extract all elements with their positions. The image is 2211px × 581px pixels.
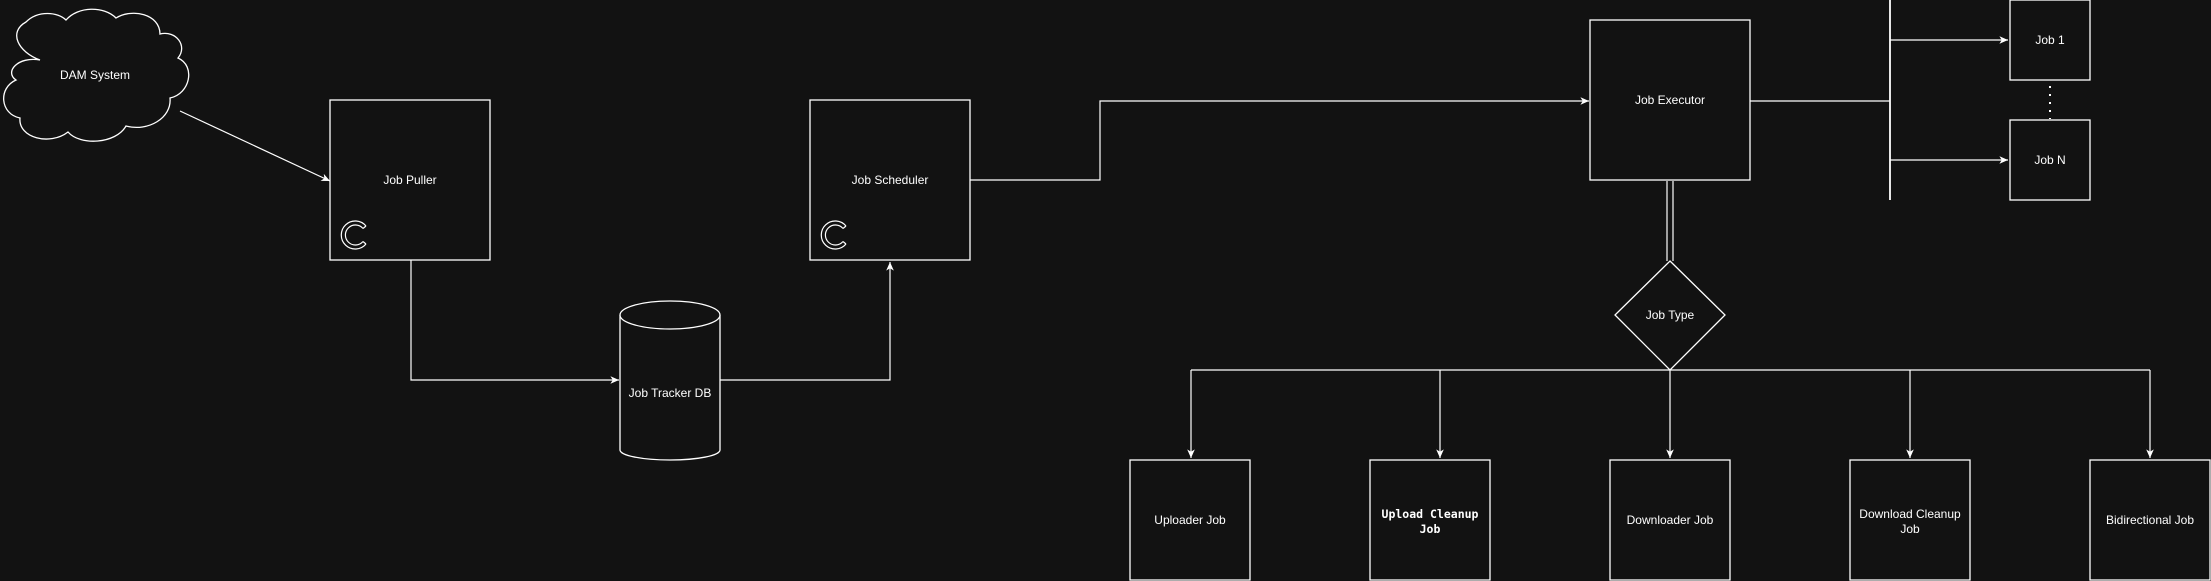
node-job-executor[interactable]: Job Executor <box>1589 19 1751 181</box>
download-cleanup-job-label-line1: Download Cleanup <box>1859 507 1961 521</box>
upload-cleanup-job-label-line1: Upload Cleanup <box>1382 507 1479 521</box>
cloud-shape <box>3 8 190 142</box>
downloader-job-box <box>1609 459 1731 581</box>
node-job-scheduler[interactable]: Job Scheduler <box>809 99 971 261</box>
job-scheduler-box <box>809 99 971 261</box>
bidirectional-job-box <box>2089 459 2211 581</box>
edge-scheduler-to-executor <box>970 97 1589 181</box>
job-type-label: Job Type <box>1646 308 1695 322</box>
job-1-box <box>2009 0 2091 81</box>
job-tracker-db-label: Job Tracker DB <box>629 386 712 400</box>
upload-cleanup-job-box <box>1369 459 1491 581</box>
dam-system-label: DAM System <box>60 68 130 82</box>
cylinder-top <box>619 300 721 330</box>
edge-db-to-scheduler <box>720 262 894 381</box>
node-downloader-job[interactable]: Downloader Job <box>1609 459 1731 581</box>
node-uploader-job[interactable]: Uploader Job <box>1129 459 1251 581</box>
node-bidirectional-job[interactable]: Bidirectional Job <box>2089 459 2211 581</box>
job-1-label: Job 1 <box>2035 33 2065 47</box>
node-job-puller[interactable]: Job Puller <box>329 99 491 261</box>
edge-dam-to-puller <box>179 110 331 182</box>
node-job-tracker-db[interactable]: Job Tracker DB <box>619 300 721 461</box>
edge-puller-to-db <box>410 260 619 384</box>
bidirectional-job-label: Bidirectional Job <box>2106 513 2194 527</box>
node-job-1[interactable]: Job 1 <box>2009 0 2091 81</box>
uploader-job-box <box>1129 459 1251 581</box>
job-n-label: Job N <box>2034 153 2065 167</box>
job-puller-box <box>329 99 491 261</box>
job-scheduler-label: Job Scheduler <box>852 173 929 187</box>
upload-cleanup-job-label-line2: Job <box>1420 522 1441 536</box>
refresh-icon <box>820 220 847 250</box>
job-type-diamond <box>1614 260 1726 371</box>
uploader-job-label: Uploader Job <box>1154 513 1226 527</box>
job-n-box <box>2009 119 2091 201</box>
node-upload-cleanup-job[interactable]: Upload Cleanup Job <box>1369 459 1491 581</box>
cylinder-body <box>619 315 721 461</box>
node-job-type[interactable]: Job Type <box>1614 260 1726 371</box>
node-download-cleanup-job[interactable]: Download Cleanup Job <box>1849 459 1971 581</box>
refresh-icon <box>340 220 367 250</box>
edges <box>179 0 2154 458</box>
downloader-job-label: Downloader Job <box>1627 513 1714 527</box>
job-puller-label: Job Puller <box>383 173 436 187</box>
job-executor-label: Job Executor <box>1635 93 1705 107</box>
node-dam-system[interactable]: DAM System <box>3 8 190 142</box>
job-executor-box <box>1589 19 1751 181</box>
download-cleanup-job-box <box>1849 459 1971 581</box>
download-cleanup-job-label-line2: Job <box>1900 522 1920 536</box>
node-job-n[interactable]: Job N <box>2009 119 2091 201</box>
